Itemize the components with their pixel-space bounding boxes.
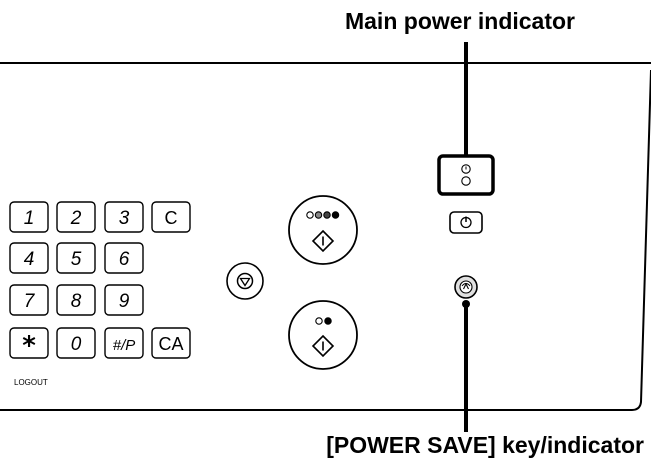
key-asterisk-frame[interactable] [9,327,49,359]
main-power-indicator-icon [461,164,471,186]
power-save-key[interactable] [454,275,478,299]
key-9-label: 9 [119,291,130,312]
key-0-label: 0 [71,334,82,355]
stop-icon [236,272,254,290]
key-5[interactable]: 5 [56,242,96,274]
color-start-key[interactable] [288,195,358,265]
key-c-label: C [165,208,178,228]
key-asterisk[interactable]: * [9,327,49,361]
key-1-frame[interactable] [9,201,49,233]
power-key[interactable] [449,211,483,234]
key-0-frame[interactable] [56,327,96,359]
key-c[interactable]: C [151,201,191,233]
stop-key[interactable] [226,262,264,300]
main-power-indicator-callout: Main power indicator [344,8,576,34]
key-9-frame[interactable] [104,284,144,316]
key-0[interactable]: 0 [56,327,96,359]
key-5-frame[interactable] [56,242,96,274]
key-hash-p[interactable]: #/P [104,327,144,359]
key-6[interactable]: 6 [104,242,144,274]
key-2[interactable]: 2 [56,201,96,233]
key-8-label: 8 [71,291,82,312]
key-1[interactable]: 1 [9,201,49,233]
key-ca-frame[interactable] [151,327,191,359]
key-7-frame[interactable] [9,284,49,316]
key-4[interactable]: 4 [9,242,49,274]
key-3-label: 3 [119,208,130,229]
key-2-frame[interactable] [56,201,96,233]
numeric-keypad: 1 2 3 C 4 5 6 7 8 9 * 0 #/P CA [9,201,191,361]
key-6-frame[interactable] [104,242,144,274]
power-save-key-callout: [POWER SAVE] key/indicator [326,432,644,458]
black-white-start-icon [311,317,335,358]
key-4-label: 4 [24,249,35,270]
key-4-frame[interactable] [9,242,49,274]
key-hash-p-label: #/P [113,337,136,354]
key-ca-label: CA [158,334,183,354]
key-6-label: 6 [119,249,130,270]
key-c-frame[interactable] [151,201,191,233]
key-8-frame[interactable] [56,284,96,316]
key-1-label: 1 [24,208,35,229]
logout-label: LOGOUT [14,378,48,387]
key-2-label: 2 [70,208,82,229]
stop-button[interactable] [226,262,264,300]
key-7[interactable]: 7 [9,284,49,316]
power-button[interactable] [449,211,483,234]
power-save-icon [459,280,473,294]
key-ca[interactable]: CA [151,327,191,359]
main-power-indicator [437,154,495,196]
key-7-label: 7 [24,291,36,312]
key-8[interactable]: 8 [56,284,96,316]
key-9[interactable]: 9 [104,284,144,316]
key-3[interactable]: 3 [104,201,144,233]
key-asterisk-label: * [22,331,36,361]
main-power-indicator-frame [437,154,495,196]
power-icon [460,216,472,229]
key-3-frame[interactable] [104,201,144,233]
panel-bottom-edge [0,69,651,411]
bw-start-key[interactable] [288,300,358,370]
color-start-icon [306,211,340,253]
key-hash-p-frame[interactable] [104,327,144,359]
key-5-label: 5 [71,249,82,270]
